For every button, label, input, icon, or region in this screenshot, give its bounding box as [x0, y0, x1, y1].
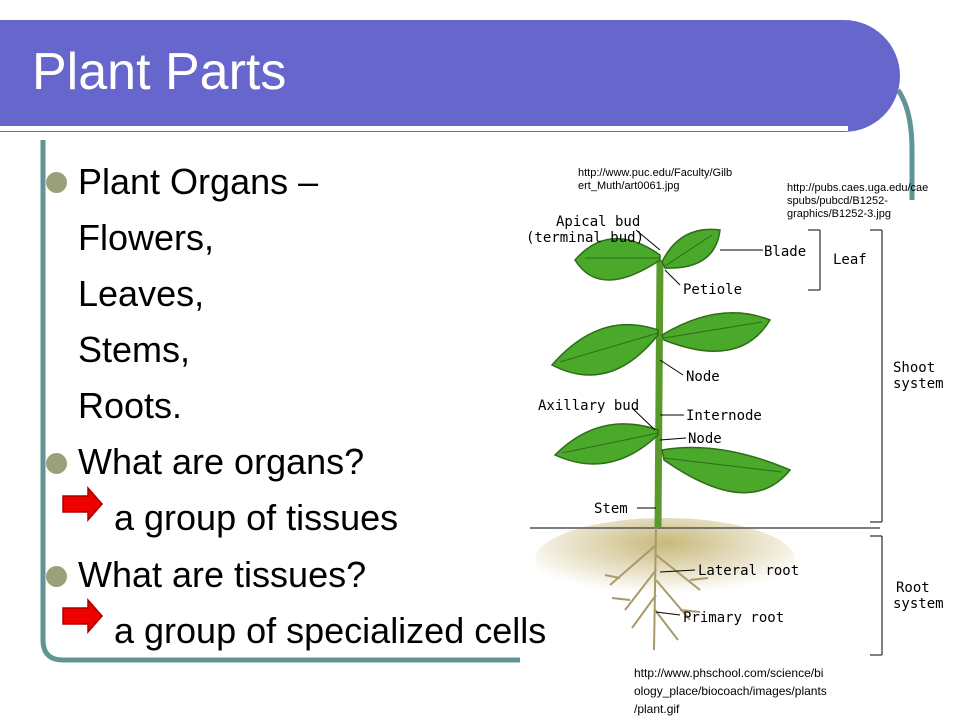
soil [535, 518, 795, 602]
label-blade: Blade [764, 244, 806, 260]
answer-organs: a group of tissues [114, 497, 399, 538]
leader-lines [631, 229, 883, 656]
bullet-dot [46, 172, 67, 193]
label-shoot-system: system [893, 376, 944, 392]
label-node-lower: Node [688, 431, 722, 447]
organ-roots: Roots. [78, 385, 183, 426]
bullet-what-are-tissues: What are tissues? [78, 554, 367, 595]
credit-uga: http://pubs.caes.uga.edu/cae spubs/pubcd… [787, 182, 929, 220]
label-leaf: Leaf [833, 252, 867, 268]
plant-diagram: Apical bud (terminal bud) Blade Leaf Pet… [526, 214, 944, 656]
bullet-dot [46, 566, 67, 587]
label-lateral-root: Lateral root [698, 563, 799, 579]
organ-leaves: Leaves, [78, 273, 205, 314]
roots [604, 527, 709, 651]
slide-title: Plant Parts [32, 43, 287, 101]
organ-flowers: Flowers, [78, 217, 215, 258]
title-band [0, 20, 900, 132]
organ-stems: Stems, [78, 329, 191, 370]
label-primary-root: Primary root [683, 610, 784, 626]
label-axillary-bud: Axillary bud [538, 398, 639, 414]
answer-tissues: a group of specialized cells [114, 610, 547, 651]
label-root-system: system [893, 596, 944, 612]
label-internode: Internode [686, 408, 762, 424]
label-apical-bud: Apical bud [556, 214, 640, 230]
label-terminal-bud: (terminal bud) [526, 230, 644, 246]
red-arrow-icon [62, 598, 103, 634]
title-rule [0, 126, 848, 131]
stem [654, 259, 664, 529]
label-stem: Stem [594, 501, 628, 517]
leaf-veins [559, 234, 783, 473]
bullet-what-are-organs: What are organs? [78, 441, 365, 482]
label-shoot: Shoot [893, 360, 935, 376]
label-petiole: Petiole [683, 282, 742, 298]
label-root: Root [896, 580, 930, 596]
label-node-upper: Node [686, 369, 720, 385]
red-arrow-icon [62, 486, 103, 522]
credit-puc: http://www.puc.edu/Faculty/Gilb ert_Muth… [578, 167, 733, 192]
bullet-dot [46, 453, 67, 474]
bullet-plant-organs: Plant Organs – [78, 161, 319, 202]
credit-phschool: http://www.phschool.com/science/bi ology… [634, 666, 827, 716]
leaves [550, 228, 792, 494]
